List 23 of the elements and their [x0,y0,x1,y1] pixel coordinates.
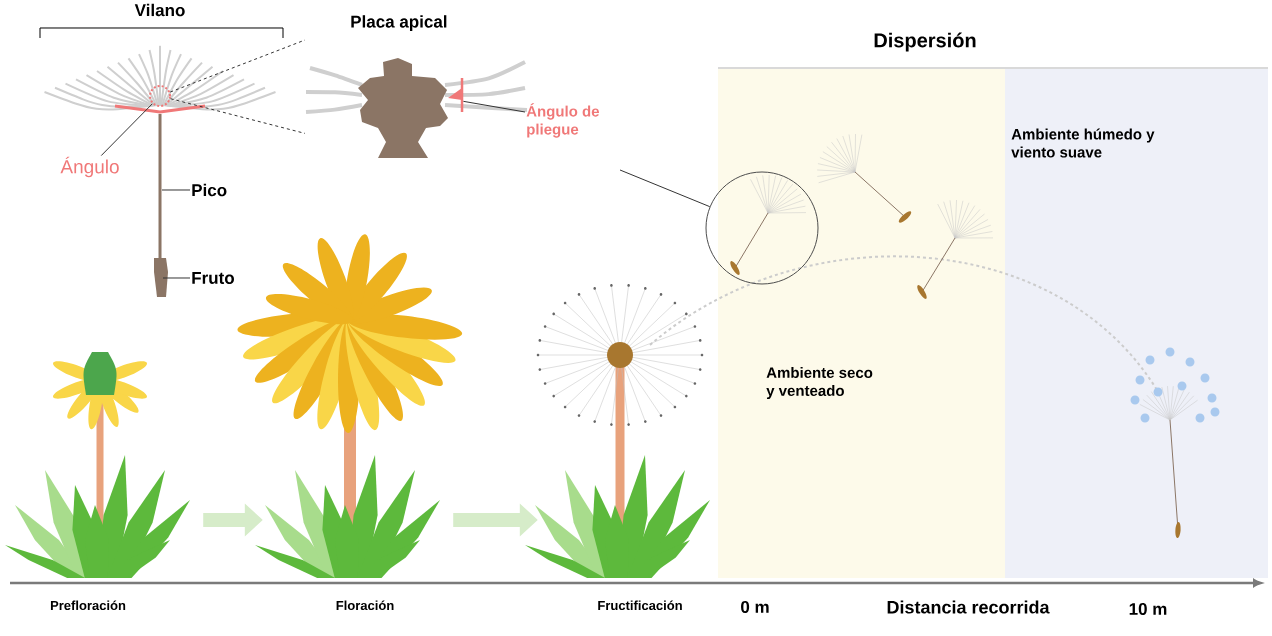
stage-label: Fructificación [598,600,682,611]
leader-line [161,189,191,191]
leader-line [619,169,711,208]
section-heading: Dispersión [874,32,976,52]
callout-label: Pico [192,183,227,197]
leader-line [462,100,526,113]
callout-label: Ángulo [60,156,119,178]
axis-title: Distancia recorrida [887,600,1050,614]
zoom-line [170,98,306,134]
zone-label: Ambiente húmedo y viento suave [1011,128,1155,158]
callout-label: Fruto [192,272,234,284]
zoom-line [169,39,306,93]
leader-line [100,103,153,157]
section-heading: Placa apical [351,15,447,32]
zone-label: Ambiente seco y venteado [766,367,873,399]
zoom-circle [149,85,171,107]
part-label: Vilano [134,3,185,17]
axis-label: 10 m [1129,602,1167,615]
stage-label: Floración [336,600,394,611]
axis-label: 0 m [741,600,769,613]
stage-label: Prefloración [50,600,126,611]
leader-line [162,277,191,279]
callout-label: Ángulo de pliegue [526,103,599,138]
